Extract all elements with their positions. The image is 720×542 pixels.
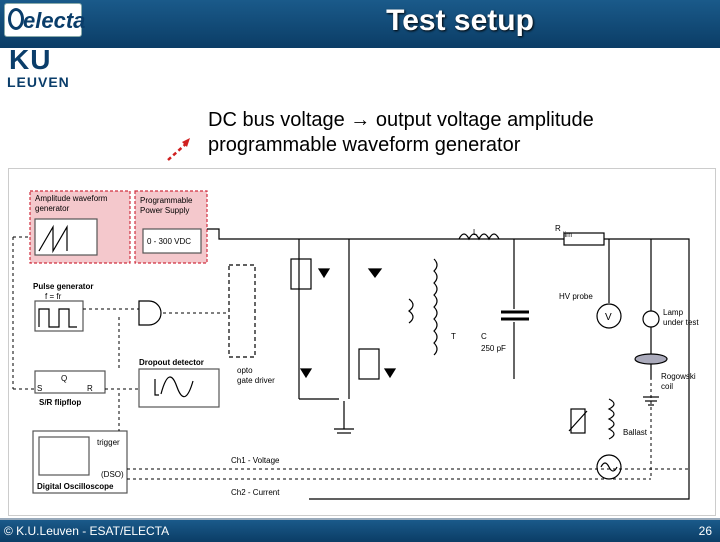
electa-logo-text: electa xyxy=(23,8,86,33)
sr-flipflop xyxy=(34,370,106,394)
red-arrow-icon xyxy=(167,138,190,161)
subtitle-line-2: programmable waveform generator xyxy=(208,134,521,156)
dropout-label: Dropout detector xyxy=(139,358,204,367)
lamp-label-1: Lamp xyxy=(663,308,684,317)
ff-q: Q xyxy=(61,374,67,383)
and-gate xyxy=(138,300,162,326)
rogowski-label-1: Rogowski xyxy=(661,372,696,381)
hv-probe-label: HV probe xyxy=(559,292,593,301)
psu-range: 0 - 300 VDC xyxy=(147,237,191,246)
ballast-label: Ballast xyxy=(623,428,648,437)
psu-label-2: Power Supply xyxy=(140,206,189,215)
cap-label: C xyxy=(481,332,487,341)
header-bar xyxy=(0,0,720,48)
psu-label-1: Programmable xyxy=(140,196,193,205)
ch2-label: Ch2 - Current xyxy=(231,488,280,497)
dso-label: (DSO) xyxy=(101,470,124,479)
electa-e-icon xyxy=(8,8,24,30)
subtitle-line-1: DC bus voltage → output voltage amplitud… xyxy=(208,109,594,131)
lamp-label-2: under test xyxy=(663,318,699,327)
voltmeter-label: V xyxy=(605,312,612,323)
oscilloscope-label: Digital Oscilloscope xyxy=(37,482,114,491)
page-number: 26 xyxy=(698,524,712,538)
inductor-label: L xyxy=(473,228,478,237)
lamp-icon xyxy=(642,310,660,328)
slide-title: Test setup xyxy=(386,4,534,37)
ff-r: R xyxy=(87,384,93,393)
trigger-label: trigger xyxy=(97,438,120,447)
dropout-detector-box xyxy=(138,368,220,408)
pulse-gen-box xyxy=(34,300,84,332)
amp-gen-label-2: generator xyxy=(35,204,70,213)
amp-waveform-box xyxy=(34,218,98,256)
leuven-logo-text: LEUVEN xyxy=(7,74,70,90)
amp-gen-label-1: Amplitude waveform xyxy=(35,194,108,203)
rlim-sub: lim xyxy=(563,232,572,239)
circuit-diagram: Amplitude waveform generator Programmabl… xyxy=(8,168,716,516)
rlim-label: R xyxy=(555,224,561,233)
circuit-svg: Amplitude waveform generator Programmabl… xyxy=(12,190,699,500)
footer-bar: © K.U.Leuven - ESAT/ELECTA 26 xyxy=(0,518,720,542)
footer-copyright: © K.U.Leuven - ESAT/ELECTA xyxy=(4,524,170,538)
transformer-label: T xyxy=(451,332,456,341)
opto-label-1: opto xyxy=(237,366,253,375)
pulse-freq: f = fr xyxy=(45,292,62,301)
rogowski-label-2: coil xyxy=(661,382,673,391)
oscilloscope xyxy=(32,430,128,494)
rogowski-coil xyxy=(634,353,668,365)
subtitle: DC bus voltage → output voltage amplitud… xyxy=(208,108,594,158)
ff-s: S xyxy=(37,384,42,393)
opto-label-2: gate driver xyxy=(237,376,275,385)
ch1-label: Ch1 - Voltage xyxy=(231,456,280,465)
ff-label: S/R flipflop xyxy=(39,398,81,407)
opto-driver-box xyxy=(228,264,256,358)
ku-logo-text: KU xyxy=(9,44,52,75)
voltmeter xyxy=(596,303,622,329)
electa-logo: electa xyxy=(4,3,86,37)
ku-leuven-logo: KU LEUVEN xyxy=(5,44,79,90)
cap-value: 250 pF xyxy=(481,344,506,353)
pulse-gen-label: Pulse generator xyxy=(33,282,93,291)
psu-box xyxy=(142,228,202,254)
